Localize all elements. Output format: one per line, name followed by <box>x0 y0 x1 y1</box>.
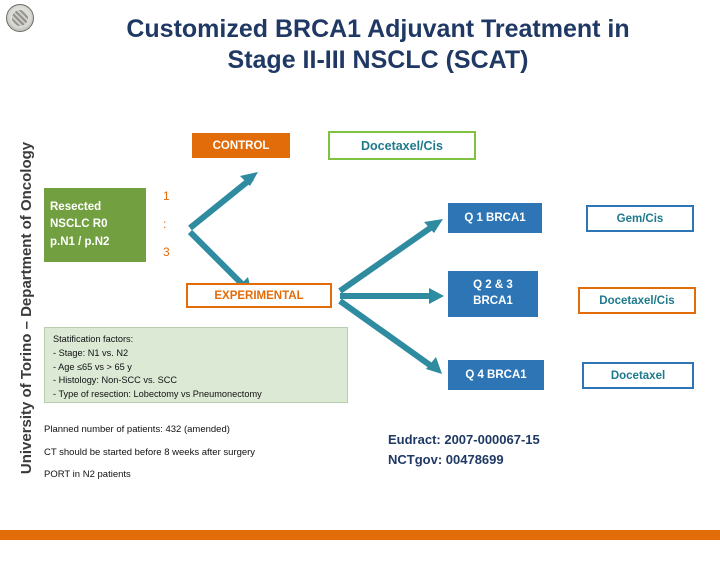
control-treatment-box: Docetaxel/Cis <box>328 131 476 160</box>
randomization-ratio-numerator: 1 <box>163 189 170 203</box>
page-title: Customized BRCA1 Adjuvant Treatment in S… <box>48 14 708 75</box>
arm-q23-treatment-box: Docetaxel/Cis <box>578 287 696 314</box>
resected-line-3: p.N1 / p.N2 <box>50 235 110 248</box>
note-port: PORT in N2 patients <box>44 469 131 480</box>
note-patient-number: Planned number of patients: 432 (amended… <box>44 424 230 435</box>
arm-q1-group-box: Q 1 BRCA1 <box>448 203 542 233</box>
arm-q4-group-box: Q 4 BRCA1 <box>448 360 544 390</box>
randomization-ratio-separator: : <box>163 217 167 231</box>
stratification-item-1: - Stage: N1 vs. N2 <box>53 347 129 358</box>
page-title-line1: Customized BRCA1 Adjuvant Treatment in <box>126 15 630 43</box>
stratification-item-3: - Histology: Non-SCC vs. SCC <box>53 375 178 386</box>
randomization-ratio-denominator: 3 <box>163 245 170 259</box>
bottom-accent-band <box>0 530 720 540</box>
stratification-factors-box: Statification factors: - Stage: N1 vs. N… <box>44 327 348 403</box>
sidebar-vertical-label: University of Torino – Department of Onc… <box>18 141 35 475</box>
experimental-arm-label: EXPERIMENTAL <box>186 283 332 308</box>
arm-q23-group-line2: BRCA1 <box>473 295 513 307</box>
arm-q23-group-line1: Q 2 & 3 <box>473 279 513 292</box>
registry-identifiers: Eudract: 2007-000067-15 NCTgov: 00478699 <box>388 430 540 470</box>
sidebar: University of Torino – Department of Onc… <box>0 0 46 540</box>
stratification-heading: Statification factors: <box>53 334 134 344</box>
eudract-id: Eudract: 2007-000067-15 <box>388 432 540 447</box>
resected-line-1: Resected <box>50 201 102 214</box>
resected-patients-box: Resected NSCLC R0 p.N1 / p.N2 <box>44 188 146 262</box>
note-ct-start: CT should be started before 8 weeks afte… <box>44 447 256 458</box>
stratification-item-2: - Age ≤65 vs > 65 y <box>53 361 132 372</box>
randomization-ratio: 1 : 3 <box>163 182 183 266</box>
nct-id: NCTgov: 00478699 <box>388 452 504 468</box>
arm-q4-treatment-box: Docetaxel <box>582 362 694 389</box>
stratification-item-4: - Type of resection: Lobectomy vs Pneumo… <box>53 389 262 400</box>
arm-q23-group-box: Q 2 & 3 BRCA1 <box>448 271 538 317</box>
control-arm-label: CONTROL <box>192 133 290 158</box>
resected-line-2: NSCLC R0 <box>50 218 108 231</box>
arm-q1-treatment-box: Gem/Cis <box>586 205 694 232</box>
page-title-line2: Stage II-III NSCLC (SCAT) <box>227 45 529 74</box>
university-seal-icon <box>6 4 34 32</box>
flow-arrows <box>187 172 444 374</box>
